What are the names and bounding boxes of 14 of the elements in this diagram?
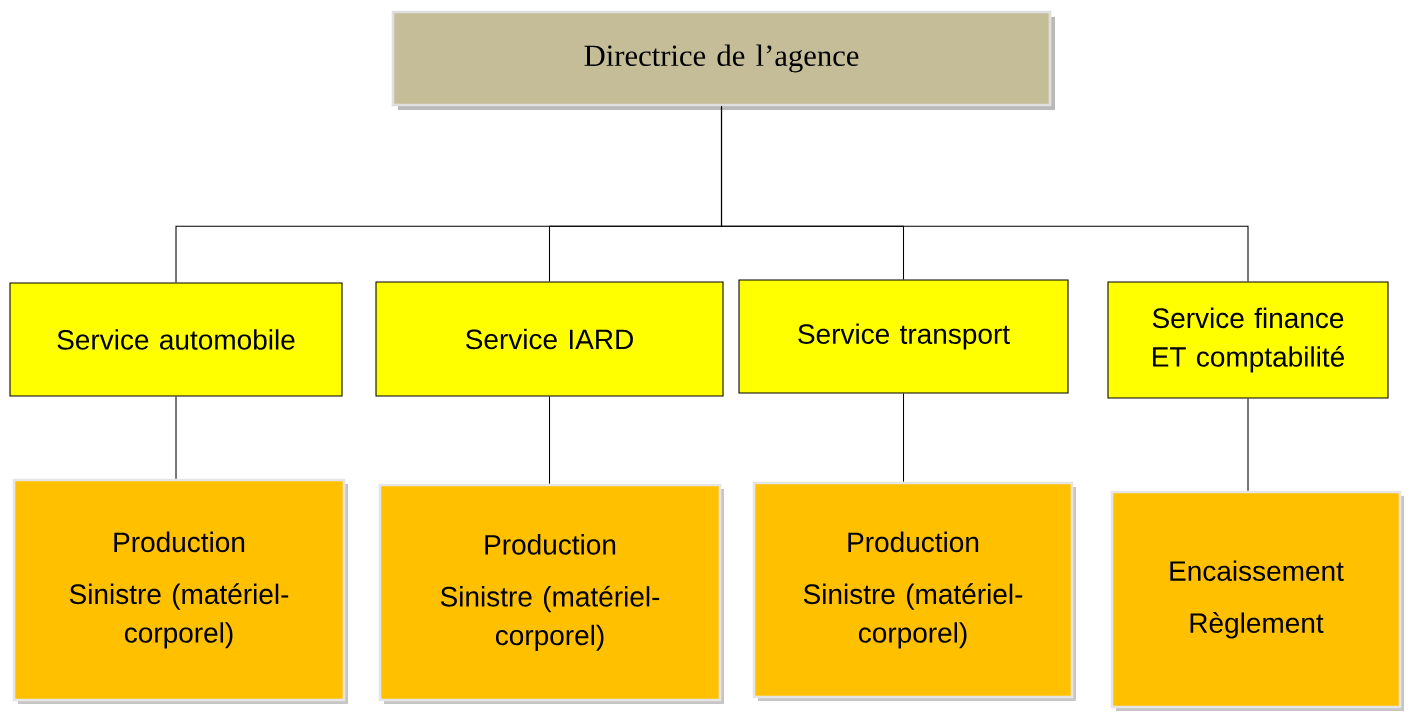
- connector-line: [720, 105, 1249, 282]
- service-box: Service finance ET comptabilité: [1107, 281, 1389, 399]
- connector-line: [1247, 398, 1249, 492]
- service-box: Service automobile: [9, 282, 343, 397]
- task-box: Encaissement Règlement: [1110, 490, 1404, 711]
- connector-line: [175, 396, 177, 480]
- connector-line: [548, 396, 551, 485]
- connector-line: [902, 393, 905, 483]
- task-box: Production Sinistre (matériel-corporel): [378, 483, 724, 704]
- task-box: Production Sinistre (matériel-corporel): [752, 481, 1076, 701]
- service-box: Service IARD: [375, 281, 724, 397]
- task-box: Production Sinistre (matériel-corporel): [12, 478, 348, 704]
- title-box: Directrice de l’agence: [391, 10, 1055, 110]
- service-box: Service transport: [738, 279, 1069, 394]
